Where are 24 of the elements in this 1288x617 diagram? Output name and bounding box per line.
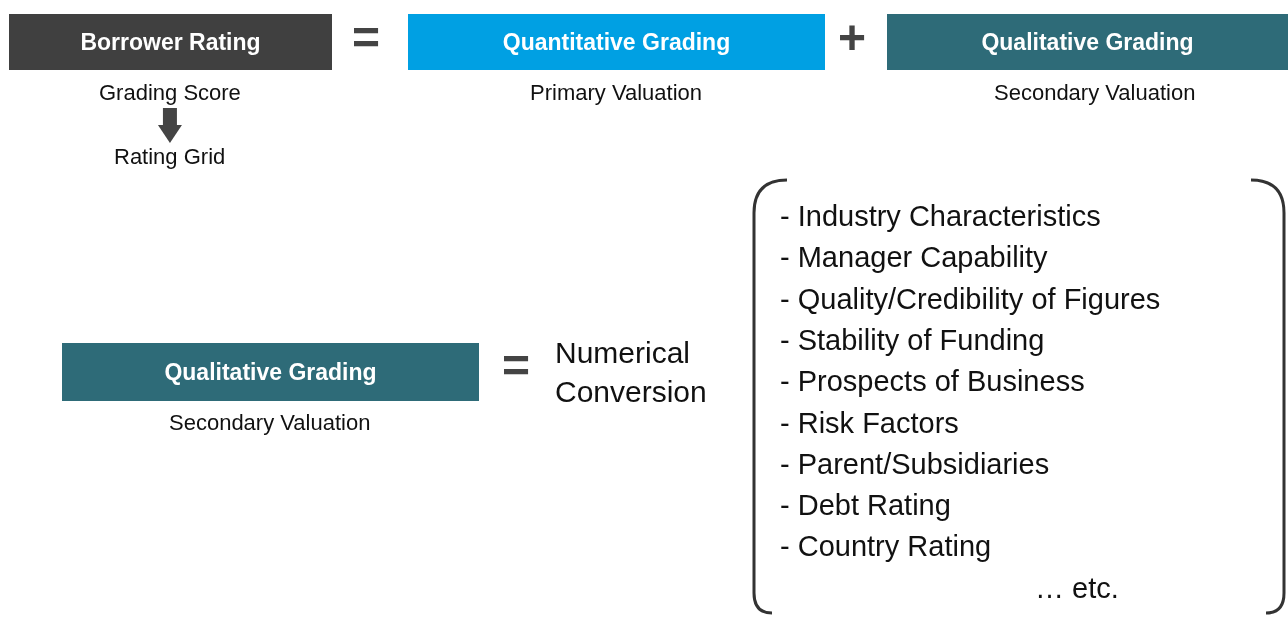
valuation-caption: Primary Valuation xyxy=(530,80,702,106)
factor-item: - Debt Rating xyxy=(780,489,951,523)
grading-bar: Qualitative Grading xyxy=(887,14,1288,70)
factor-item: - Country Rating xyxy=(780,530,992,564)
score-text: Grading Score xyxy=(99,80,241,106)
factor-item: - Manager Capability xyxy=(780,241,1048,275)
equals-sign: = xyxy=(502,338,531,393)
block-arrow xyxy=(157,108,182,143)
factor-item: - Prospects of Business xyxy=(780,365,1085,399)
grid-text: Rating Grid xyxy=(114,144,226,170)
conversion-text: Numerical Conversion xyxy=(555,335,705,410)
factor-item: - Industry Characteristics xyxy=(780,200,1101,233)
factor-item: - Quality/Credibility of Figures xyxy=(780,282,1161,316)
grading-bar: Quantitative Grading xyxy=(408,14,825,70)
rating-bar: Borrower Rating xyxy=(9,14,332,70)
factor-item: - Stability of Funding xyxy=(780,323,1045,357)
grading-bar: Qualitative Grading xyxy=(62,343,479,401)
equals-sign: = xyxy=(352,10,381,65)
factor-item: - Parent/Subsidiaries xyxy=(780,447,1050,481)
factor-item: - Risk Factors xyxy=(780,406,959,440)
valuation-caption: Secondary Valuation xyxy=(994,80,1196,106)
valuation-caption: Secondary Valuation xyxy=(169,410,371,436)
etc-text: … etc. xyxy=(1035,571,1119,605)
plus-sign: + xyxy=(838,10,867,65)
